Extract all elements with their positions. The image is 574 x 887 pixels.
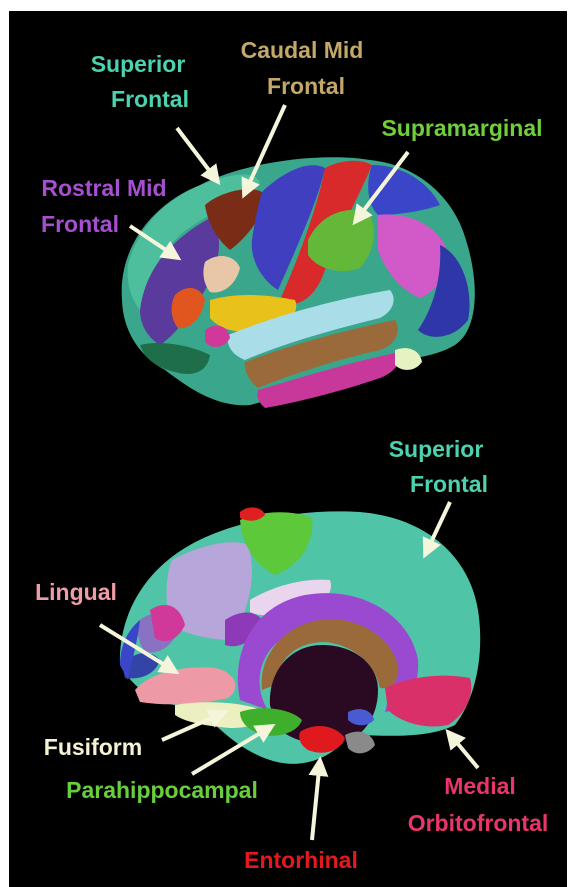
label-medial-orbitofrontal-line1: Medial: [444, 773, 516, 799]
label-superior-frontal-bottom-line2: Frontal: [410, 471, 488, 497]
label-superior-frontal-bottom-line1: Superior: [389, 436, 484, 462]
label-parahippocampal: Parahippocampal: [66, 777, 258, 803]
label-rostral-mid-frontal-line1: Rostral Mid: [41, 175, 166, 201]
arrow-superior-frontal-top: [177, 128, 218, 182]
label-caudal-mid-frontal-line2: Frontal: [267, 73, 345, 99]
medial-hemisphere: [120, 507, 480, 763]
label-superior-frontal-top-line1: Superior: [91, 51, 186, 77]
label-lingual: Lingual: [35, 579, 117, 605]
label-rostral-mid-frontal-line2: Frontal: [41, 211, 119, 237]
lateral-hemisphere: [122, 157, 475, 408]
label-supramarginal: Supramarginal: [381, 115, 542, 141]
label-superior-frontal-top-line2: Frontal: [111, 86, 189, 112]
label-medial-orbitofrontal-line2: Orbitofrontal: [408, 810, 549, 836]
label-entorhinal: Entorhinal: [244, 847, 358, 873]
label-caudal-mid-frontal-line1: Caudal Mid: [241, 37, 364, 63]
label-fusiform: Fusiform: [44, 734, 142, 760]
arrow-medial-orbitofrontal: [448, 732, 478, 768]
arrow-entorhinal: [312, 760, 320, 840]
